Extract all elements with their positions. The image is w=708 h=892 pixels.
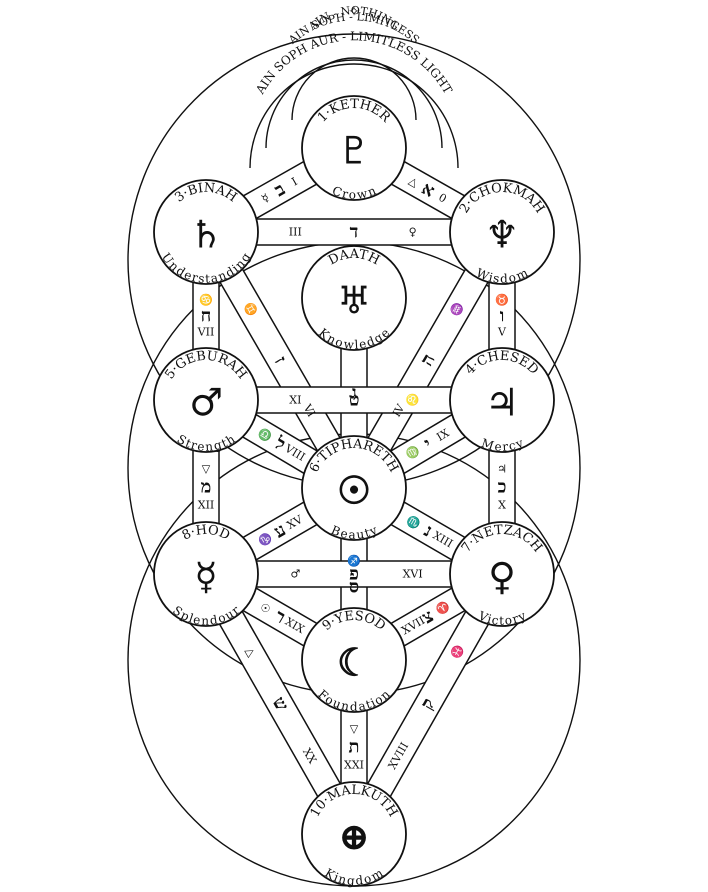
path-label: כ [498,477,507,498]
uranus-icon: ♅ [337,278,371,323]
path-label: מ [201,477,212,498]
sephirah-subtitle: Victory [475,608,528,628]
veil-arc-ain-soph [265,59,443,149]
path-label: XXI [344,759,364,772]
sephiroth-layer: 1·KETHERCrown♇2·CHOKMAHWisdom♆3·BINAHUnd… [153,95,555,888]
sephirah-subtitle: Crown [330,183,378,202]
sephirah-title: 8·HOD [180,523,232,544]
mercury-icon: ☿ [194,554,217,599]
path-label: XI [289,394,301,407]
sephirah-subtitle: Kingdom [322,866,386,888]
earth-icon: ⊕ [338,814,370,859]
path-label: ♎ [256,426,275,444]
path-label: ♊ [242,300,260,319]
path-label: XII [198,499,215,512]
path-label: ת [349,737,360,758]
path-label: ▽ [350,723,359,736]
path-label: ח [201,306,212,327]
path-label: ♍ [404,444,423,462]
sephirah-subtitle: Strength [175,432,238,454]
path-label: ♃ [497,463,507,476]
path-label: ♒ [448,300,466,319]
path-label: ג [351,383,357,404]
path-label: ד [350,222,359,243]
venus-icon: ♀ [488,554,516,599]
pluto-icon: ♇ [337,128,371,173]
jupiter-icon: ♃ [485,380,519,425]
path-label: ו [500,306,505,327]
path-label: ▽ [202,463,211,476]
path-label: ♑ [256,530,275,548]
sephirah-title: DAATH [326,247,382,268]
path-label: פ [349,564,359,585]
path-label: X [498,499,506,512]
path-label: ס [349,577,359,598]
path-label: ♉ [495,294,509,307]
path-label: ♌ [406,394,420,407]
veil-arc-ain-soph-aur [249,63,459,169]
path-label: ♂ [290,568,300,581]
path-label: ♀ [409,226,417,239]
path-label: ♓ [449,643,467,662]
sephirah-subtitle: Beauty [329,523,379,542]
path-label: ט [349,390,360,411]
sephirah-subtitle: Mercy [480,436,526,454]
neptune-icon: ♆ [485,212,519,257]
path-label: I [289,175,299,188]
moon-icon: ☾ [337,640,371,685]
sephirah-subtitle: Wisdom [474,265,531,286]
path-label: V [497,326,507,339]
path-label: III [289,226,302,239]
path-label: VII [197,326,215,339]
path-label: ♐ [347,555,361,568]
veil-label-ain-soph-aur: AIN SOPH AUR - LIMITLESS LIGHT [253,29,455,97]
mars-icon: ♂ [189,380,223,425]
top-star-icon: ✧ [348,4,360,20]
veil-arc-ain [291,57,417,121]
path-label: ♏ [404,513,423,531]
path-label: IX [434,426,451,443]
path-label: VI [300,401,318,419]
sun-icon: ☉ [337,468,371,513]
path-label: ♋ [199,294,213,307]
saturn-icon: ♄ [189,212,223,257]
path-label: ♈ [434,599,453,617]
path-label: XVI [403,568,423,581]
veils [249,57,459,169]
